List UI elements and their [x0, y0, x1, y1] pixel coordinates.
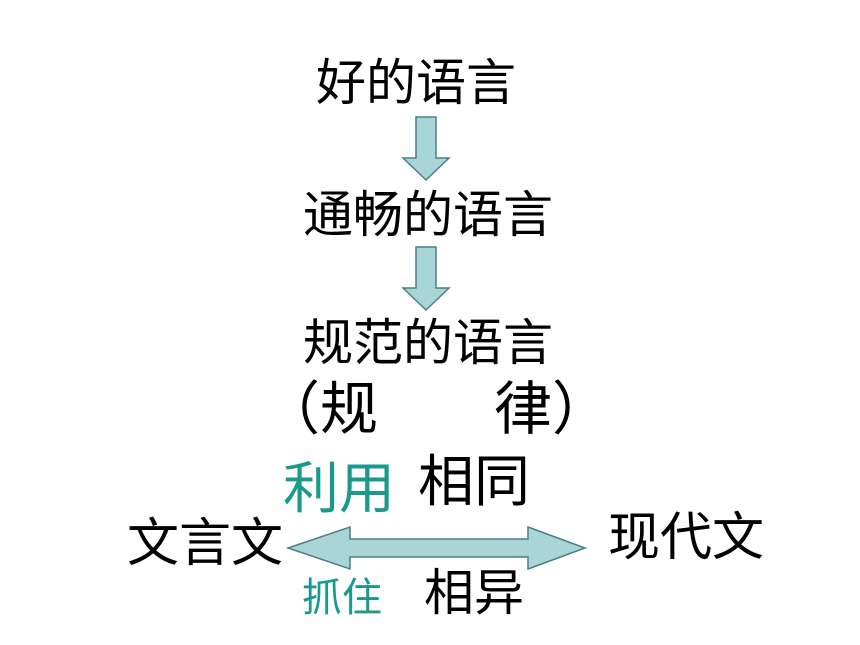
- relation-use: 利用: [283, 457, 395, 522]
- node-standard-language: 规范的语言: [303, 314, 553, 372]
- node-fluent-language: 通畅的语言: [303, 186, 553, 244]
- relation-different: 相异: [424, 564, 524, 622]
- relation-grasp: 抓住: [302, 575, 382, 621]
- down-arrow-icon: [401, 246, 451, 312]
- double-arrow-icon: [285, 525, 588, 571]
- node-classical: 文言文: [127, 514, 284, 574]
- down-arrow-icon: [401, 116, 451, 182]
- relation-same: 相同: [418, 450, 530, 515]
- node-rule: （规 律）: [262, 375, 611, 443]
- node-good-language: 好的语言: [316, 54, 516, 112]
- node-modern: 现代文: [608, 508, 765, 568]
